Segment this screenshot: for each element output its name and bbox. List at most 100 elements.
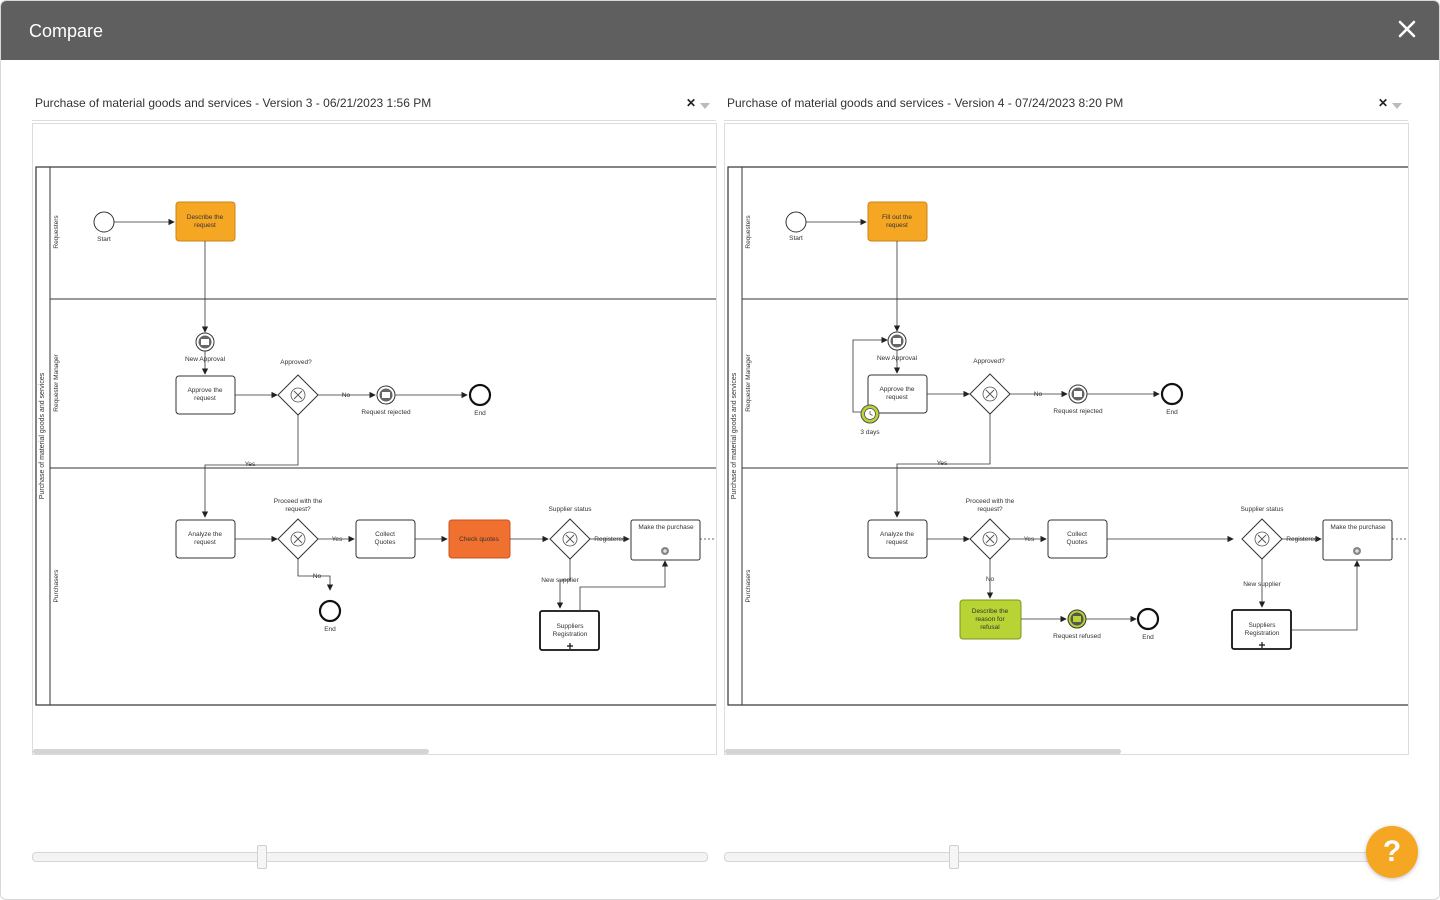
gateway-label: request?	[285, 506, 311, 513]
task-label: Collect	[375, 531, 395, 538]
flow-label: Yes	[332, 536, 343, 543]
lane-label: Requesters	[745, 215, 752, 249]
task-make-purchase	[1322, 519, 1393, 561]
task-label: request	[194, 395, 216, 402]
right-bpmn-diagram: Purchase of material goods and services …	[727, 166, 1408, 706]
task-describe-request	[175, 201, 236, 242]
task-label: Quotes	[375, 539, 397, 546]
pool-label: Purchase of material goods and services	[39, 372, 46, 499]
task-label: reason for	[975, 616, 1005, 623]
flow-label: Yes	[245, 461, 256, 468]
flow-label: New supplier	[541, 577, 579, 584]
task-label: Describe the	[187, 214, 224, 221]
task-label: Registration	[553, 631, 588, 638]
task-fill-out-request	[867, 201, 928, 242]
right-zoom-slider-thumb[interactable]	[949, 845, 959, 869]
task-label: Registration	[1245, 630, 1280, 637]
end-label: End	[324, 626, 336, 633]
flow-label: Registered	[594, 536, 626, 543]
left-clear-icon[interactable]: ✕	[685, 96, 696, 110]
pool-label: Purchase of material goods and services	[731, 372, 738, 499]
task-describe-refusal	[959, 599, 1022, 640]
gateway-label: Approved?	[973, 358, 1005, 365]
gateway-label: Approved?	[280, 359, 312, 366]
task-label: Describe the	[972, 608, 1009, 615]
right-clear-icon[interactable]: ✕	[1377, 96, 1388, 110]
task-label: Quotes	[1067, 539, 1089, 546]
right-version-select[interactable]: Purchase of material goods and services …	[724, 90, 1408, 121]
task-label: refusal	[980, 624, 1000, 631]
task-label: request	[886, 539, 908, 546]
gateway-label: Supplier status	[549, 506, 593, 513]
event-label: Request refused	[1053, 633, 1101, 640]
flow-label: No	[986, 576, 995, 583]
task-label: Analyze the	[880, 531, 914, 538]
left-version-select[interactable]: Purchase of material goods and services …	[32, 90, 716, 121]
pool	[727, 166, 1408, 706]
subprocess-suppliers-registration	[539, 610, 600, 651]
task-label: Fill out the	[882, 214, 912, 221]
task-label: Approve the	[187, 387, 222, 394]
help-button[interactable]: ?	[1366, 826, 1418, 878]
task-label: request	[886, 394, 908, 401]
end-label: End	[1142, 634, 1154, 641]
subprocess-suppliers-registration	[1231, 609, 1292, 650]
flow-label: New supplier	[1243, 581, 1281, 588]
task-label: request	[194, 539, 216, 546]
task-label: Make the purchase	[638, 524, 694, 531]
left-version-label: Purchase of material goods and services …	[35, 96, 432, 110]
task-label: request	[194, 222, 216, 229]
pool	[35, 166, 716, 706]
event-label: Request rejected	[361, 409, 411, 416]
right-version-label: Purchase of material goods and services …	[727, 96, 1124, 110]
end-label: End	[1166, 409, 1178, 416]
lane-label: Purchasers	[745, 569, 752, 603]
event-label: Request rejected	[1053, 408, 1103, 415]
task-label: Analyze the	[188, 531, 222, 538]
task-label: Make the purchase	[1330, 524, 1386, 531]
task-label: Approve the	[879, 386, 914, 393]
start-label: Start	[97, 236, 111, 243]
left-zoom-slider-thumb[interactable]	[257, 845, 267, 869]
task-label: request	[886, 222, 908, 229]
start-event	[93, 211, 115, 233]
right-diagram-viewer[interactable]: Purchase of material goods and services …	[724, 123, 1409, 755]
flow-label: Registered	[1286, 536, 1318, 543]
gateway-label: request?	[977, 506, 1003, 513]
flow-label: Yes	[937, 460, 948, 467]
end-event	[468, 383, 492, 407]
start-label: Start	[789, 235, 803, 242]
gateway-label: Proceed with the	[274, 498, 323, 505]
gateway-label: Proceed with the	[966, 498, 1015, 505]
left-diagram-viewer[interactable]: Purchase of material goods and services …	[32, 123, 717, 755]
task-label: Suppliers	[1248, 622, 1276, 629]
end-event	[1160, 382, 1184, 406]
lane-label: Purchasers	[53, 569, 60, 603]
end-event	[318, 599, 342, 623]
lane-label: Requesters	[53, 215, 60, 249]
task-label: Check quotes	[459, 536, 499, 543]
dialog-title: Compare	[29, 21, 104, 41]
left-bpmn-diagram: Purchase of material goods and services …	[35, 166, 716, 706]
right-zoom-slider[interactable]	[724, 845, 1400, 869]
flow-label: Yes	[1024, 536, 1035, 543]
right-horizontal-scrollbar[interactable]	[725, 749, 1121, 754]
flow-label: No	[1034, 391, 1043, 398]
event-label: 3 days	[860, 429, 880, 436]
left-horizontal-scrollbar[interactable]	[33, 749, 429, 754]
task-label: Suppliers	[556, 623, 584, 630]
left-chevron-down-icon[interactable]	[700, 103, 710, 109]
flow-label: No	[342, 392, 351, 399]
lane-label: Requester Manager	[745, 353, 752, 411]
task-make-purchase	[630, 519, 701, 561]
lane-label: Requester Manager	[53, 353, 60, 411]
flow-label: No	[313, 573, 322, 580]
right-chevron-down-icon[interactable]	[1392, 103, 1402, 109]
end-label: End	[474, 410, 486, 417]
dialog-header: Compare	[1, 1, 1439, 60]
end-event	[1136, 607, 1160, 631]
left-zoom-slider[interactable]	[32, 845, 708, 869]
task-label: Collect	[1067, 531, 1087, 538]
close-icon[interactable]	[1395, 17, 1419, 41]
start-event	[785, 211, 807, 233]
